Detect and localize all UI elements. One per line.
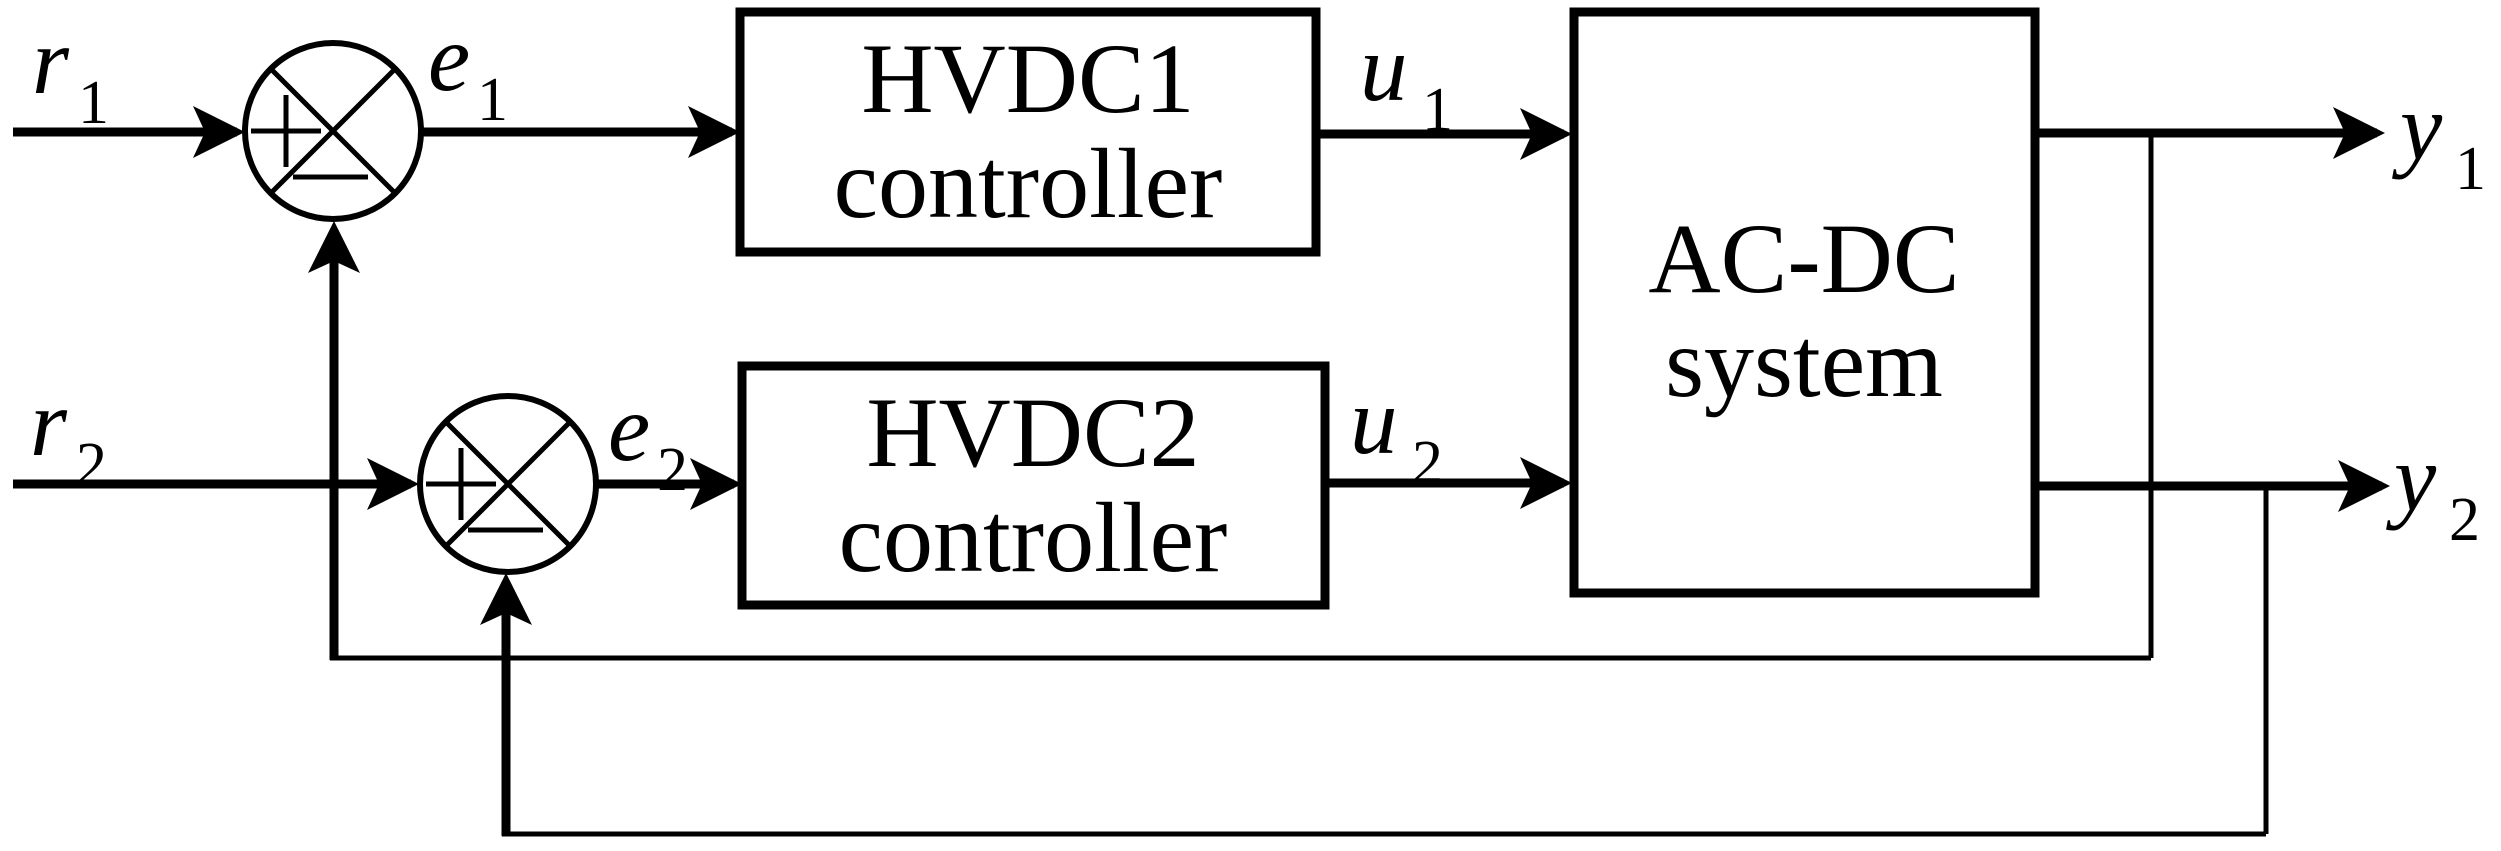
r2-arrowhead-icon: [367, 458, 419, 510]
hvdc2-label-line1: HVDC2: [866, 377, 1199, 488]
y2-label: y: [2386, 425, 2437, 531]
acdc-label-line2: system: [1665, 307, 1943, 418]
r1-arrowhead-icon: [193, 106, 245, 158]
label-r1: r 1: [32, 8, 109, 137]
label-u2: u 2: [1350, 368, 1443, 497]
label-e1: e 1: [428, 5, 508, 134]
block-hvdc2-controller: HVDC2 controller: [737, 361, 1330, 610]
label-u1: u 1: [1360, 15, 1453, 144]
block-hvdc1-controller: HVDC1 controller: [735, 7, 1321, 257]
label-y2: y 2: [2386, 425, 2480, 554]
hvdc1-label-line2: controller: [834, 128, 1223, 239]
label-e2: e 2: [608, 375, 688, 504]
summing-junction-2: [417, 393, 599, 575]
summing-junction-1: [242, 40, 424, 222]
e2-label: e: [608, 375, 650, 481]
y1-subscript: 1: [2455, 135, 2486, 203]
u2-label: u: [1350, 368, 1398, 474]
y1-label: y: [2392, 74, 2443, 180]
hvdc2-label-line2: controller: [839, 482, 1228, 593]
label-y1: y 1: [2392, 74, 2486, 203]
r2-subscript: 2: [76, 431, 107, 499]
u1-label: u: [1360, 15, 1408, 121]
feedback2-arrowhead-icon: [480, 573, 532, 625]
hvdc1-label-line1: HVDC1: [861, 23, 1194, 134]
y2-subscript: 2: [2449, 486, 2480, 554]
u1-arrowhead-icon: [1520, 108, 1572, 160]
junction2-diagonal-icon: [444, 420, 572, 548]
y1-arrowhead-icon: [2333, 107, 2385, 159]
e2-arrowhead-icon: [690, 458, 742, 510]
acdc-label-line1: AC-DC: [1648, 203, 1959, 314]
label-r2: r 2: [30, 370, 107, 499]
acdc-box: [1569, 7, 2040, 598]
e1-arrowhead-icon: [688, 106, 740, 158]
r1-label: r: [32, 8, 70, 114]
r2-label: r: [30, 370, 68, 476]
hvdc2-box: [737, 361, 1330, 610]
feedback1-arrowhead-icon: [308, 221, 360, 273]
u2-subscript: 2: [1412, 429, 1443, 497]
e1-subscript: 1: [477, 66, 508, 134]
hvdc1-box: [735, 7, 1321, 257]
y2-arrowhead-icon: [2338, 460, 2390, 512]
e2-subscript: 2: [657, 436, 688, 504]
block-acdc-system: AC-DC system: [1569, 7, 2040, 598]
u1-subscript: 1: [1422, 76, 1453, 144]
e1-label: e: [428, 5, 470, 111]
junction1-diagonal-icon: [269, 67, 397, 195]
u2-arrowhead-icon: [1520, 457, 1572, 509]
r1-subscript: 1: [78, 69, 109, 137]
